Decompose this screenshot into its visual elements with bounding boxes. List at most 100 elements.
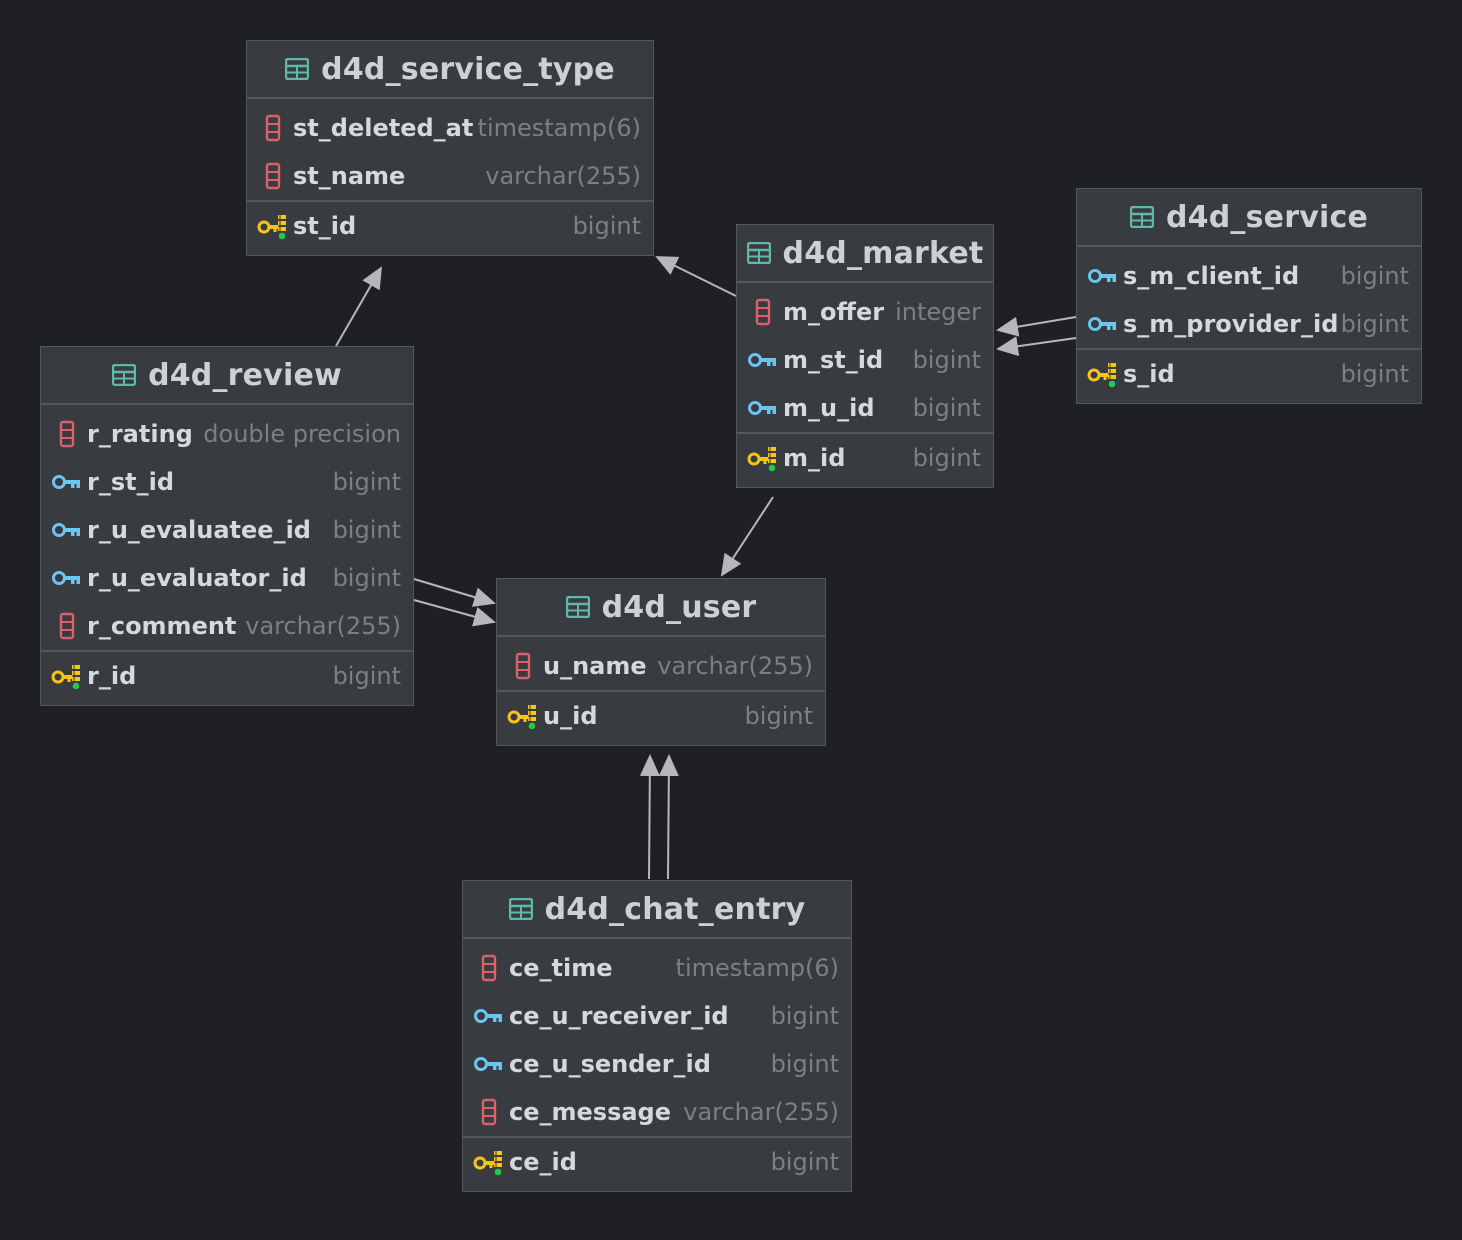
- primary-key-icon: [507, 702, 539, 730]
- table-icon: [111, 363, 137, 387]
- foreign-key-icon: [51, 516, 83, 544]
- table-name: d4d_chat_entry: [544, 891, 806, 927]
- field-row[interactable]: r_st_id bigint: [41, 458, 413, 506]
- field-row[interactable]: r_u_evaluator_id bigint: [41, 554, 413, 602]
- edge-market-to-service-type: [655, 256, 737, 297]
- table-icon: [1129, 205, 1155, 229]
- key-separator: [463, 1136, 851, 1138]
- field-row[interactable]: st_id bigint: [247, 202, 653, 250]
- table-name: d4d_review: [148, 357, 342, 393]
- table-header[interactable]: d4d_chat_entry: [463, 881, 851, 939]
- field-type: double precision: [203, 420, 401, 448]
- field-name: ce_time: [509, 954, 613, 982]
- table-header[interactable]: d4d_market: [737, 225, 993, 283]
- field-name: r_u_evaluator_id: [87, 564, 307, 592]
- table-icon: [746, 241, 771, 265]
- foreign-key-icon: [747, 346, 779, 374]
- table-header[interactable]: d4d_service_type: [247, 41, 653, 99]
- primary-key-icon: [1087, 360, 1119, 388]
- field-name: m_offer: [783, 298, 885, 326]
- edge-review-evaluatee-to-user: [413, 578, 496, 607]
- foreign-key-icon: [747, 394, 779, 422]
- field-type: varchar(255): [683, 1098, 839, 1126]
- edge-chat-receiver-to-user: [639, 754, 660, 880]
- table-icon: [284, 57, 310, 81]
- primary-key-icon: [473, 1148, 505, 1176]
- foreign-key-icon: [473, 1002, 505, 1030]
- field-type: bigint: [912, 346, 981, 374]
- field-name: st_deleted_at: [293, 114, 474, 142]
- key-separator: [41, 650, 413, 652]
- edge-review-to-service-type: [335, 266, 382, 347]
- field-row[interactable]: ce_message varchar(255): [463, 1088, 851, 1136]
- edge-review-evaluator-to-user: [413, 599, 496, 627]
- field-name: u_id: [543, 702, 598, 730]
- field-type: bigint: [1340, 360, 1409, 388]
- table-header[interactable]: d4d_user: [497, 579, 825, 637]
- field-row[interactable]: r_u_evaluatee_id bigint: [41, 506, 413, 554]
- field-row[interactable]: st_name varchar(255): [247, 152, 653, 200]
- field-type: bigint: [332, 516, 401, 544]
- column-icon: [507, 652, 539, 680]
- field-type: bigint: [332, 564, 401, 592]
- table-icon: [508, 897, 533, 921]
- column-icon: [747, 298, 779, 326]
- field-name: m_id: [783, 444, 846, 472]
- field-type: timestamp(6): [477, 114, 641, 142]
- primary-key-icon: [51, 662, 83, 690]
- field-name: m_st_id: [783, 346, 884, 374]
- table-name: d4d_service_type: [321, 51, 615, 87]
- field-name: ce_message: [509, 1098, 672, 1126]
- field-name: s_m_provider_id: [1123, 310, 1339, 338]
- field-type: bigint: [1340, 310, 1409, 338]
- field-type: bigint: [770, 1148, 839, 1176]
- foreign-key-icon: [1087, 262, 1119, 290]
- field-name: s_id: [1123, 360, 1175, 388]
- field-name: r_u_evaluatee_id: [87, 516, 311, 544]
- primary-key-icon: [257, 212, 289, 240]
- key-separator: [737, 432, 993, 434]
- field-type: bigint: [572, 212, 641, 240]
- field-type: varchar(255): [657, 652, 813, 680]
- field-name: r_comment: [87, 612, 237, 640]
- field-name: r_st_id: [87, 468, 174, 496]
- field-name: st_name: [293, 162, 406, 190]
- table-header[interactable]: d4d_service: [1077, 189, 1421, 247]
- column-icon: [257, 162, 289, 190]
- field-name: ce_u_receiver_id: [509, 1002, 729, 1030]
- field-row[interactable]: s_id bigint: [1077, 350, 1421, 398]
- field-type: bigint: [332, 468, 401, 496]
- field-row[interactable]: m_st_id bigint: [737, 336, 993, 384]
- field-name: s_m_client_id: [1123, 262, 1300, 290]
- table-header[interactable]: d4d_review: [41, 347, 413, 405]
- primary-key-icon: [747, 444, 779, 472]
- field-type: varchar(255): [485, 162, 641, 190]
- column-icon: [51, 612, 83, 640]
- field-name: st_id: [293, 212, 357, 240]
